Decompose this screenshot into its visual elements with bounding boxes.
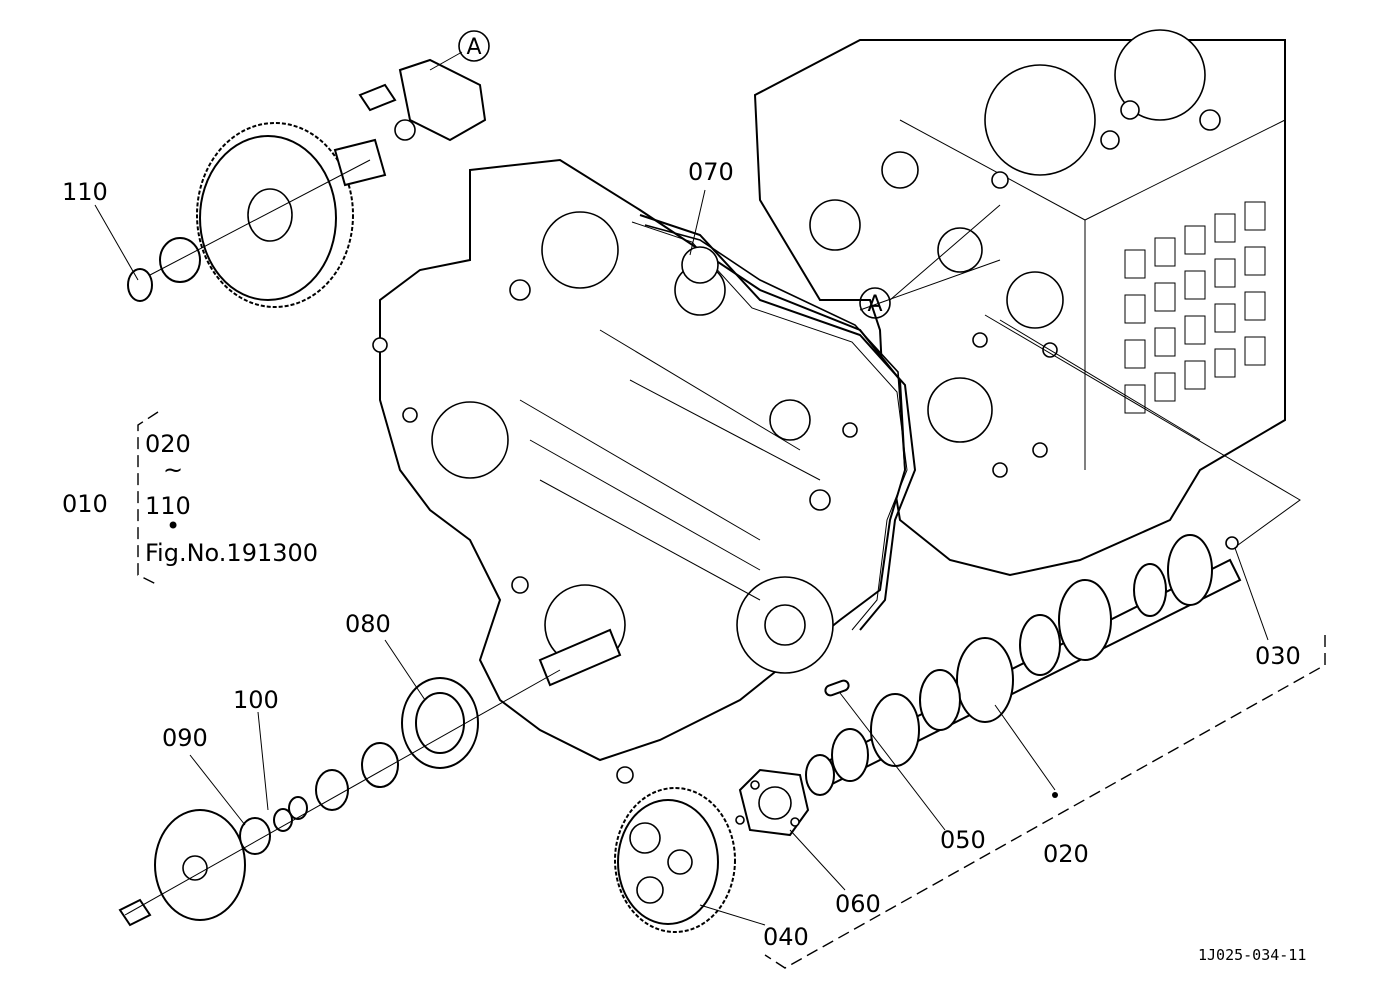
label-090: 090	[162, 724, 208, 752]
label-060: 060	[835, 890, 881, 918]
label-100: 100	[233, 686, 279, 714]
bracket-bullet: •	[166, 512, 180, 540]
cam-gear-040	[614, 787, 736, 933]
figure-reference: Fig.No.191300	[145, 539, 318, 567]
idle-gear-assembly	[127, 58, 487, 308]
label-010: 010	[62, 490, 108, 518]
gear-case	[372, 158, 907, 784]
gasket-070	[631, 214, 917, 631]
group-bracket-010	[137, 411, 159, 586]
thrust-plate-060	[735, 768, 810, 837]
key-050	[824, 679, 850, 697]
leader-lines	[94, 51, 1301, 926]
label-070: 070	[688, 158, 734, 186]
block-ribbing	[1124, 201, 1266, 414]
document-code: 1J025-034-11	[1198, 946, 1306, 964]
label-040: 040	[763, 923, 809, 951]
crank-assembly	[118, 628, 622, 927]
ref-marker-text: A	[867, 292, 882, 317]
label-030: 030	[1255, 642, 1301, 670]
ref-marker-text: A	[466, 35, 481, 60]
camshaft-dot	[1052, 792, 1058, 798]
ref-marker-a-lower: A	[859, 287, 891, 319]
ref-marker-a-upper: A	[458, 30, 490, 62]
camshaft-020	[805, 534, 1242, 796]
label-050: 050	[940, 826, 986, 854]
bracket-top: 020	[145, 430, 191, 458]
bracket-tilde: ~	[163, 456, 183, 484]
label-110: 110	[62, 178, 108, 206]
label-080: 080	[345, 610, 391, 638]
label-020: 020	[1043, 840, 1089, 868]
bracket-bottom: 110	[145, 492, 191, 520]
